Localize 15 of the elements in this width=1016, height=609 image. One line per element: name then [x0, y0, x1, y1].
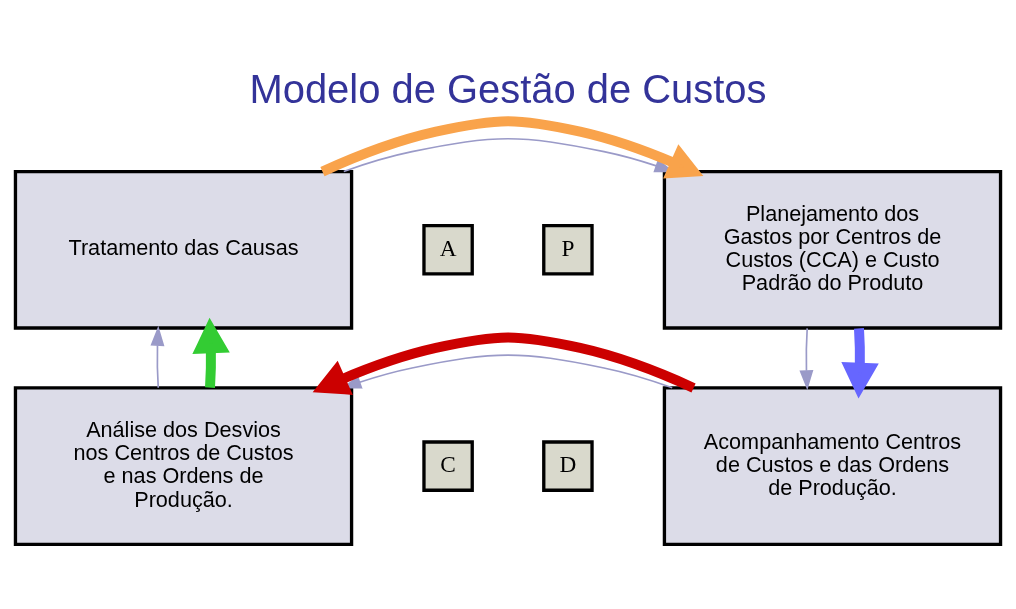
arrow: [320, 116, 704, 179]
node-box: C: [422, 440, 474, 492]
arrow: [841, 328, 879, 399]
arrow: [192, 317, 230, 388]
node-box: A: [422, 224, 474, 276]
node-box: D: [542, 440, 594, 492]
arrow: [312, 332, 696, 395]
node-box: Tratamento das Causas: [13, 169, 354, 330]
node-box: Planejamento dos Gastos por Centros de Custos (CCA) e Custo Padrão do Produto: [662, 169, 1003, 330]
node-box: Análise dos Desvios nos Centros de Custos e nas Ordens de Produção.: [13, 386, 354, 546]
node-box: Acompanhamento Centros de Custos e das Ordens de Produção.: [662, 386, 1003, 546]
arrow: [150, 325, 165, 389]
node-box: P: [542, 224, 594, 276]
diagram-title: Modelo de Gestão de Custos: [249, 67, 767, 112]
arrow: [799, 327, 814, 391]
